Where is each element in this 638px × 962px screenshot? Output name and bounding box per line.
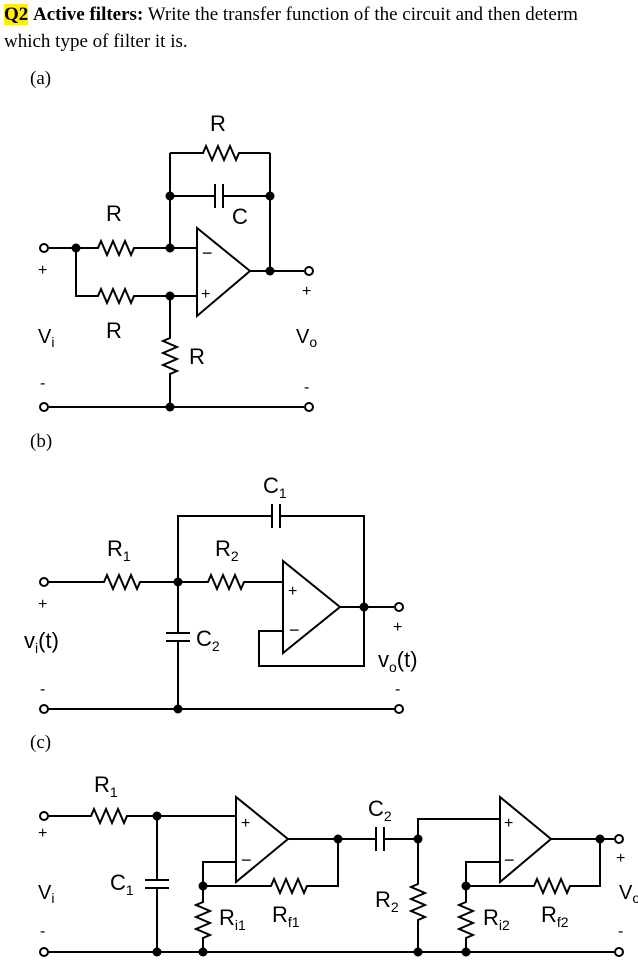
b-output-ground-terminal (394, 704, 404, 714)
question-text-line-2: which type of filter it is. (4, 31, 188, 52)
b-output-plus: + (393, 619, 402, 636)
circuit-a: − + R C R R R + - + - Vi Vo (38, 111, 317, 412)
b-label-c2: C2 (196, 626, 220, 654)
c-label-rf1: Rf1 (272, 902, 300, 930)
c-output-minus: - (618, 923, 623, 940)
b-label-r1: R1 (107, 536, 131, 564)
a-opamp-minus: − (202, 243, 213, 263)
c-opamp2-plus: + (504, 815, 513, 832)
b-feedback-capacitor (177, 504, 365, 607)
c-label-ri2: Ri2 (483, 905, 510, 933)
b-label-vout: vo(t) (378, 647, 418, 675)
circuit-c: + − + − (38, 772, 638, 957)
c-input-plus: + (38, 825, 47, 842)
c-resistor-ri2 (456, 886, 476, 952)
a-output-minus: - (304, 379, 309, 396)
c-label-r1: R1 (94, 772, 118, 800)
c-input-ground-terminal (39, 947, 49, 957)
c-resistor-rf2 (465, 839, 601, 896)
a-input-minus: - (40, 375, 45, 392)
question-text-line-1: Write the transfer function of the circu… (147, 4, 578, 25)
question-number-tag: Q2 (4, 4, 29, 25)
c-opamp2-input-wire (417, 818, 500, 839)
b-output-terminal (394, 602, 404, 612)
c-capacitor-c2 (370, 827, 418, 851)
a-opamp-plus: + (201, 286, 210, 303)
part-c-label: (c) (30, 732, 52, 753)
c-label-c1: C1 (110, 870, 134, 898)
b-label-vin: vi(t) (24, 628, 59, 656)
a-input-terminal (39, 243, 49, 253)
b-input-terminal (39, 577, 49, 587)
a-label-r-feedback: R (210, 111, 226, 136)
c-opamp1-plus: + (241, 815, 250, 832)
c-opamp-2 (499, 794, 553, 885)
a-label-c: C (232, 204, 248, 229)
a-feedback-resistor (170, 143, 270, 163)
a-label-r-top: R (106, 201, 122, 226)
b-resistor-r2 (178, 572, 283, 592)
a-feedback-capacitor (170, 184, 270, 208)
c-output-plus: + (616, 850, 625, 867)
c-label-vin: Vi (38, 882, 54, 906)
b-opamp (282, 558, 342, 656)
c-label-ri1: Ri1 (219, 905, 246, 933)
a-label-r-ground: R (189, 344, 205, 369)
c-label-rf2: Rf2 (541, 902, 569, 930)
a-label-vin: Vi (38, 326, 54, 350)
c-resistor-r2 (408, 839, 428, 952)
part-b-label: (b) (30, 431, 53, 452)
a-input-resistor-top (49, 238, 170, 258)
b-output-minus: - (395, 681, 400, 698)
c-output-ground-terminal (614, 947, 624, 957)
c-label-vout: Vo (619, 882, 638, 906)
a-output-ground-terminal (304, 402, 314, 412)
c-capacitor-c1 (145, 816, 169, 952)
a-output-terminal (304, 266, 314, 276)
b-input-plus: + (38, 596, 47, 613)
b-capacitor-c2 (166, 582, 190, 709)
b-label-c1: C1 (263, 473, 287, 501)
b-unity-feedback (258, 607, 365, 667)
part-a-label: (a) (30, 68, 52, 89)
a-ground-resistor (160, 296, 180, 407)
b-opamp-minus: − (289, 620, 300, 640)
c-output-terminal (614, 834, 624, 844)
a-input-resistor-bottom (75, 248, 197, 306)
a-input-plus: + (38, 262, 47, 279)
a-opamp (196, 225, 252, 319)
circuit-b: + − C1 R1 R2 C2 + - + - vi(t) vo(t) (24, 473, 418, 714)
c-opamp-1 (235, 794, 290, 885)
c-resistor-rf1 (202, 839, 339, 896)
a-output-plus: + (302, 283, 311, 300)
c-input-minus: - (40, 923, 45, 940)
c-opamp1-minus: − (241, 850, 252, 870)
question-title: Active filters: (33, 4, 144, 25)
c-label-r2: R2 (375, 887, 399, 915)
c-input-terminal (39, 811, 49, 821)
b-opamp-plus: + (288, 583, 297, 600)
a-inverting-node-wire (169, 153, 197, 249)
c-label-c2: C2 (368, 796, 392, 824)
c-resistor-ri1 (193, 886, 213, 952)
b-input-ground-terminal (39, 704, 49, 714)
question-line-2: which type of filter it is. (4, 31, 188, 53)
question-line-1: Q2 Active filters: Write the transfer fu… (4, 4, 578, 26)
a-label-vout: Vo (296, 326, 317, 350)
b-label-r2: R2 (215, 536, 239, 564)
c-resistor-r1 (48, 806, 236, 826)
b-input-minus: - (40, 681, 45, 698)
a-label-r-bottom: R (106, 318, 122, 343)
a-input-ground-terminal (39, 402, 49, 412)
c-opamp2-minus: − (504, 850, 515, 870)
b-resistor-r1 (48, 572, 178, 592)
